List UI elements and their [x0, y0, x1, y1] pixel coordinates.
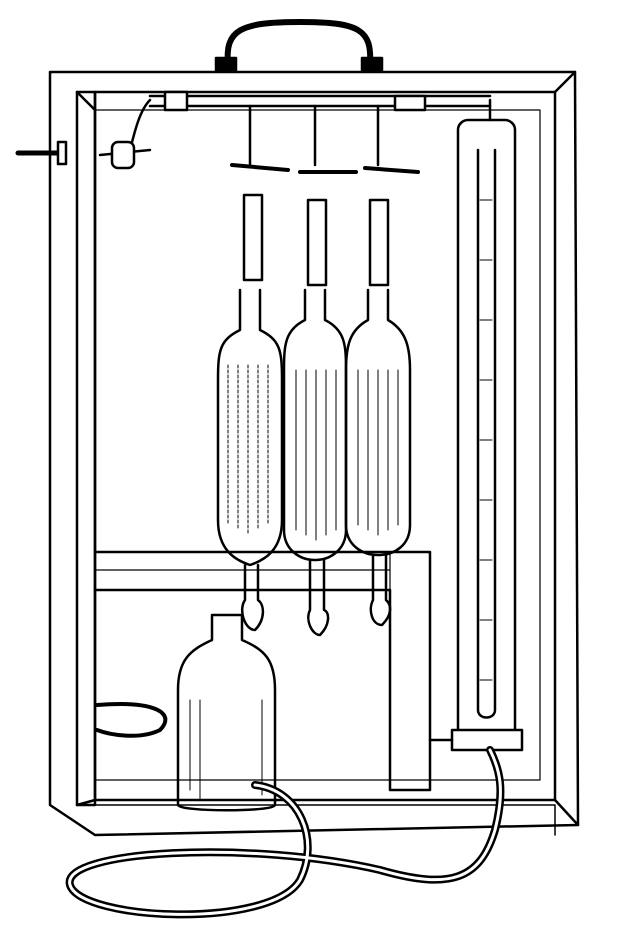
pipette-1 — [216, 104, 290, 632]
rubber-hose — [65, 702, 505, 919]
gas-burette — [428, 98, 524, 752]
wooden-case — [48, 70, 580, 837]
side-knob — [15, 140, 68, 166]
absorption-pipettes — [216, 104, 420, 637]
pipette-3 — [344, 104, 420, 627]
carry-handle — [214, 19, 384, 72]
pipette-2 — [282, 104, 358, 637]
manifold-tube — [98, 90, 492, 170]
shelf — [93, 550, 432, 792]
leveling-bottle — [176, 613, 277, 812]
